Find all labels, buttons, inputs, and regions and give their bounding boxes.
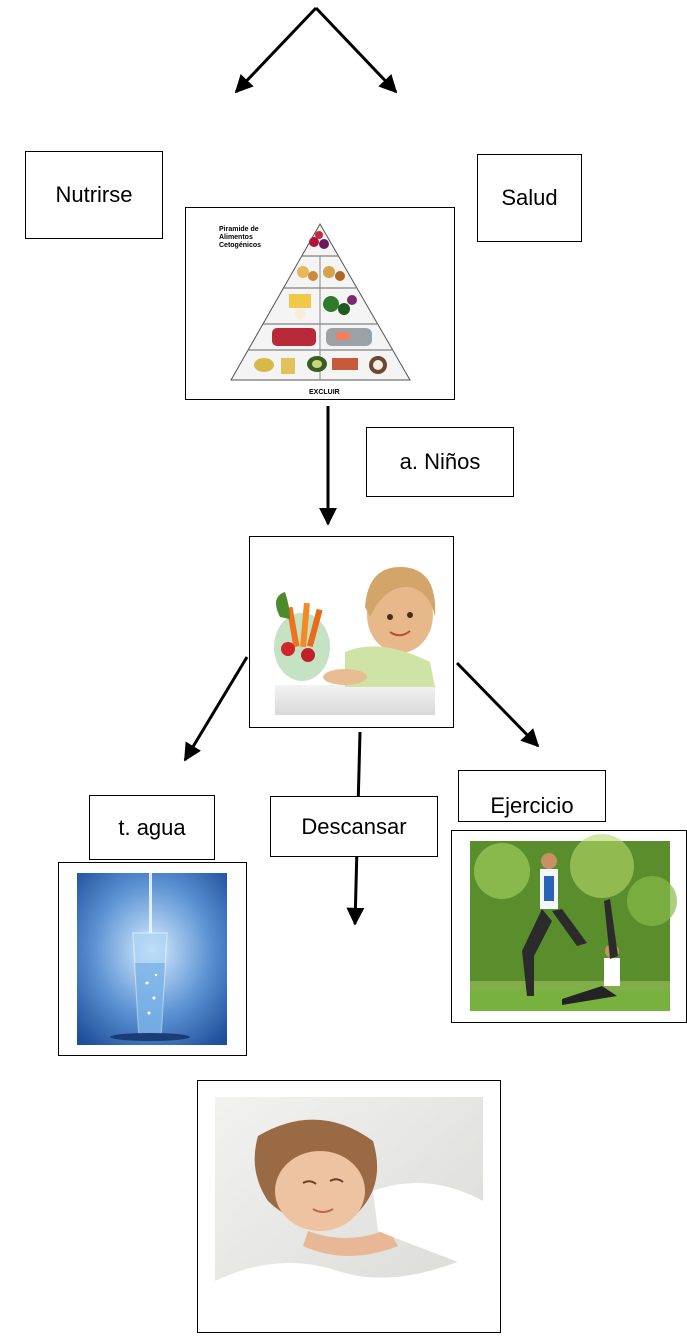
salud-box: Salud xyxy=(477,154,582,242)
exercise-couple-photo xyxy=(451,830,687,1023)
agua-box: t. agua xyxy=(89,795,215,860)
water-glass-photo xyxy=(58,862,247,1056)
arrow-to-nutrirse xyxy=(234,6,318,94)
arrow-to-agua xyxy=(183,656,249,762)
ejercicio-box: Ejercicio xyxy=(458,770,606,822)
pyramid-title-line2: Alimentos xyxy=(219,234,253,241)
water-glass-illustration xyxy=(77,873,227,1045)
descansar-box: Descansar xyxy=(270,796,438,857)
ejercicio-label: Ejercicio xyxy=(490,793,574,818)
keto-pyramid-image: Piramide de Alimentos Cetogénicos EXCLUI… xyxy=(185,207,455,400)
arrow-to-salud xyxy=(314,6,398,94)
keto-pyramid-illustration: Piramide de Alimentos Cetogénicos EXCLUI… xyxy=(219,222,411,396)
descansar-label: Descansar xyxy=(301,813,407,839)
child-with-vegetables-photo xyxy=(249,536,454,728)
pyramid-title-line3: Cetogénicos xyxy=(219,242,261,249)
sleeping-woman-photo xyxy=(197,1080,501,1333)
arrow-to-ejercicio xyxy=(455,661,540,748)
exercise-illustration xyxy=(470,834,677,1011)
nutrirse-label: Nutrirse xyxy=(55,182,133,207)
child-illustration xyxy=(250,537,453,727)
sleeping-illustration xyxy=(215,1097,483,1319)
ninos-box: a. Niños xyxy=(366,427,514,497)
nutrirse-box: Nutrirse xyxy=(25,151,163,239)
ninos-label: a. Niños xyxy=(399,449,481,474)
agua-label: t. agua xyxy=(118,814,186,840)
pyramid-footer: EXCLUIR xyxy=(309,389,340,396)
pyramid-title-line1: Piramide de xyxy=(219,226,259,233)
salud-label: Salud xyxy=(501,185,558,210)
